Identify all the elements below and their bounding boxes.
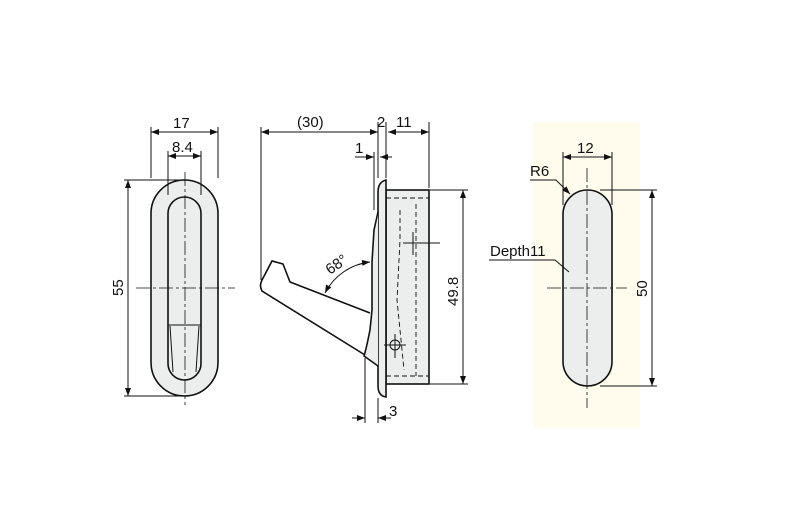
dim-55: 55 xyxy=(110,279,127,296)
dim-49-8: 49.8 xyxy=(445,277,462,306)
label-depth: Depth11 xyxy=(490,243,546,260)
dim-3: 3 xyxy=(389,403,397,420)
dim-12: 12 xyxy=(577,140,594,157)
side-view: 68° (30) 2 11 1 3 49.8 xyxy=(259,114,468,423)
finger-grip xyxy=(168,324,201,373)
front-view: 17 8.4 55 xyxy=(110,115,235,405)
housing xyxy=(385,189,430,385)
dim-2: 2 xyxy=(377,114,385,131)
flange xyxy=(377,178,387,398)
dim-11: 11 xyxy=(396,114,412,131)
dim-1: 1 xyxy=(355,140,363,157)
label-r6: R6 xyxy=(530,163,549,180)
dim-17: 17 xyxy=(173,115,190,132)
dim-8-4: 8.4 xyxy=(172,139,193,156)
dim-50: 50 xyxy=(634,280,651,297)
handle-open xyxy=(259,260,371,356)
cutout-view: 12 R6 Depth11 50 xyxy=(489,122,657,428)
handle-slot xyxy=(167,196,202,381)
dim-30: (30) xyxy=(297,114,324,131)
dim-68-deg: 68° xyxy=(323,251,351,278)
